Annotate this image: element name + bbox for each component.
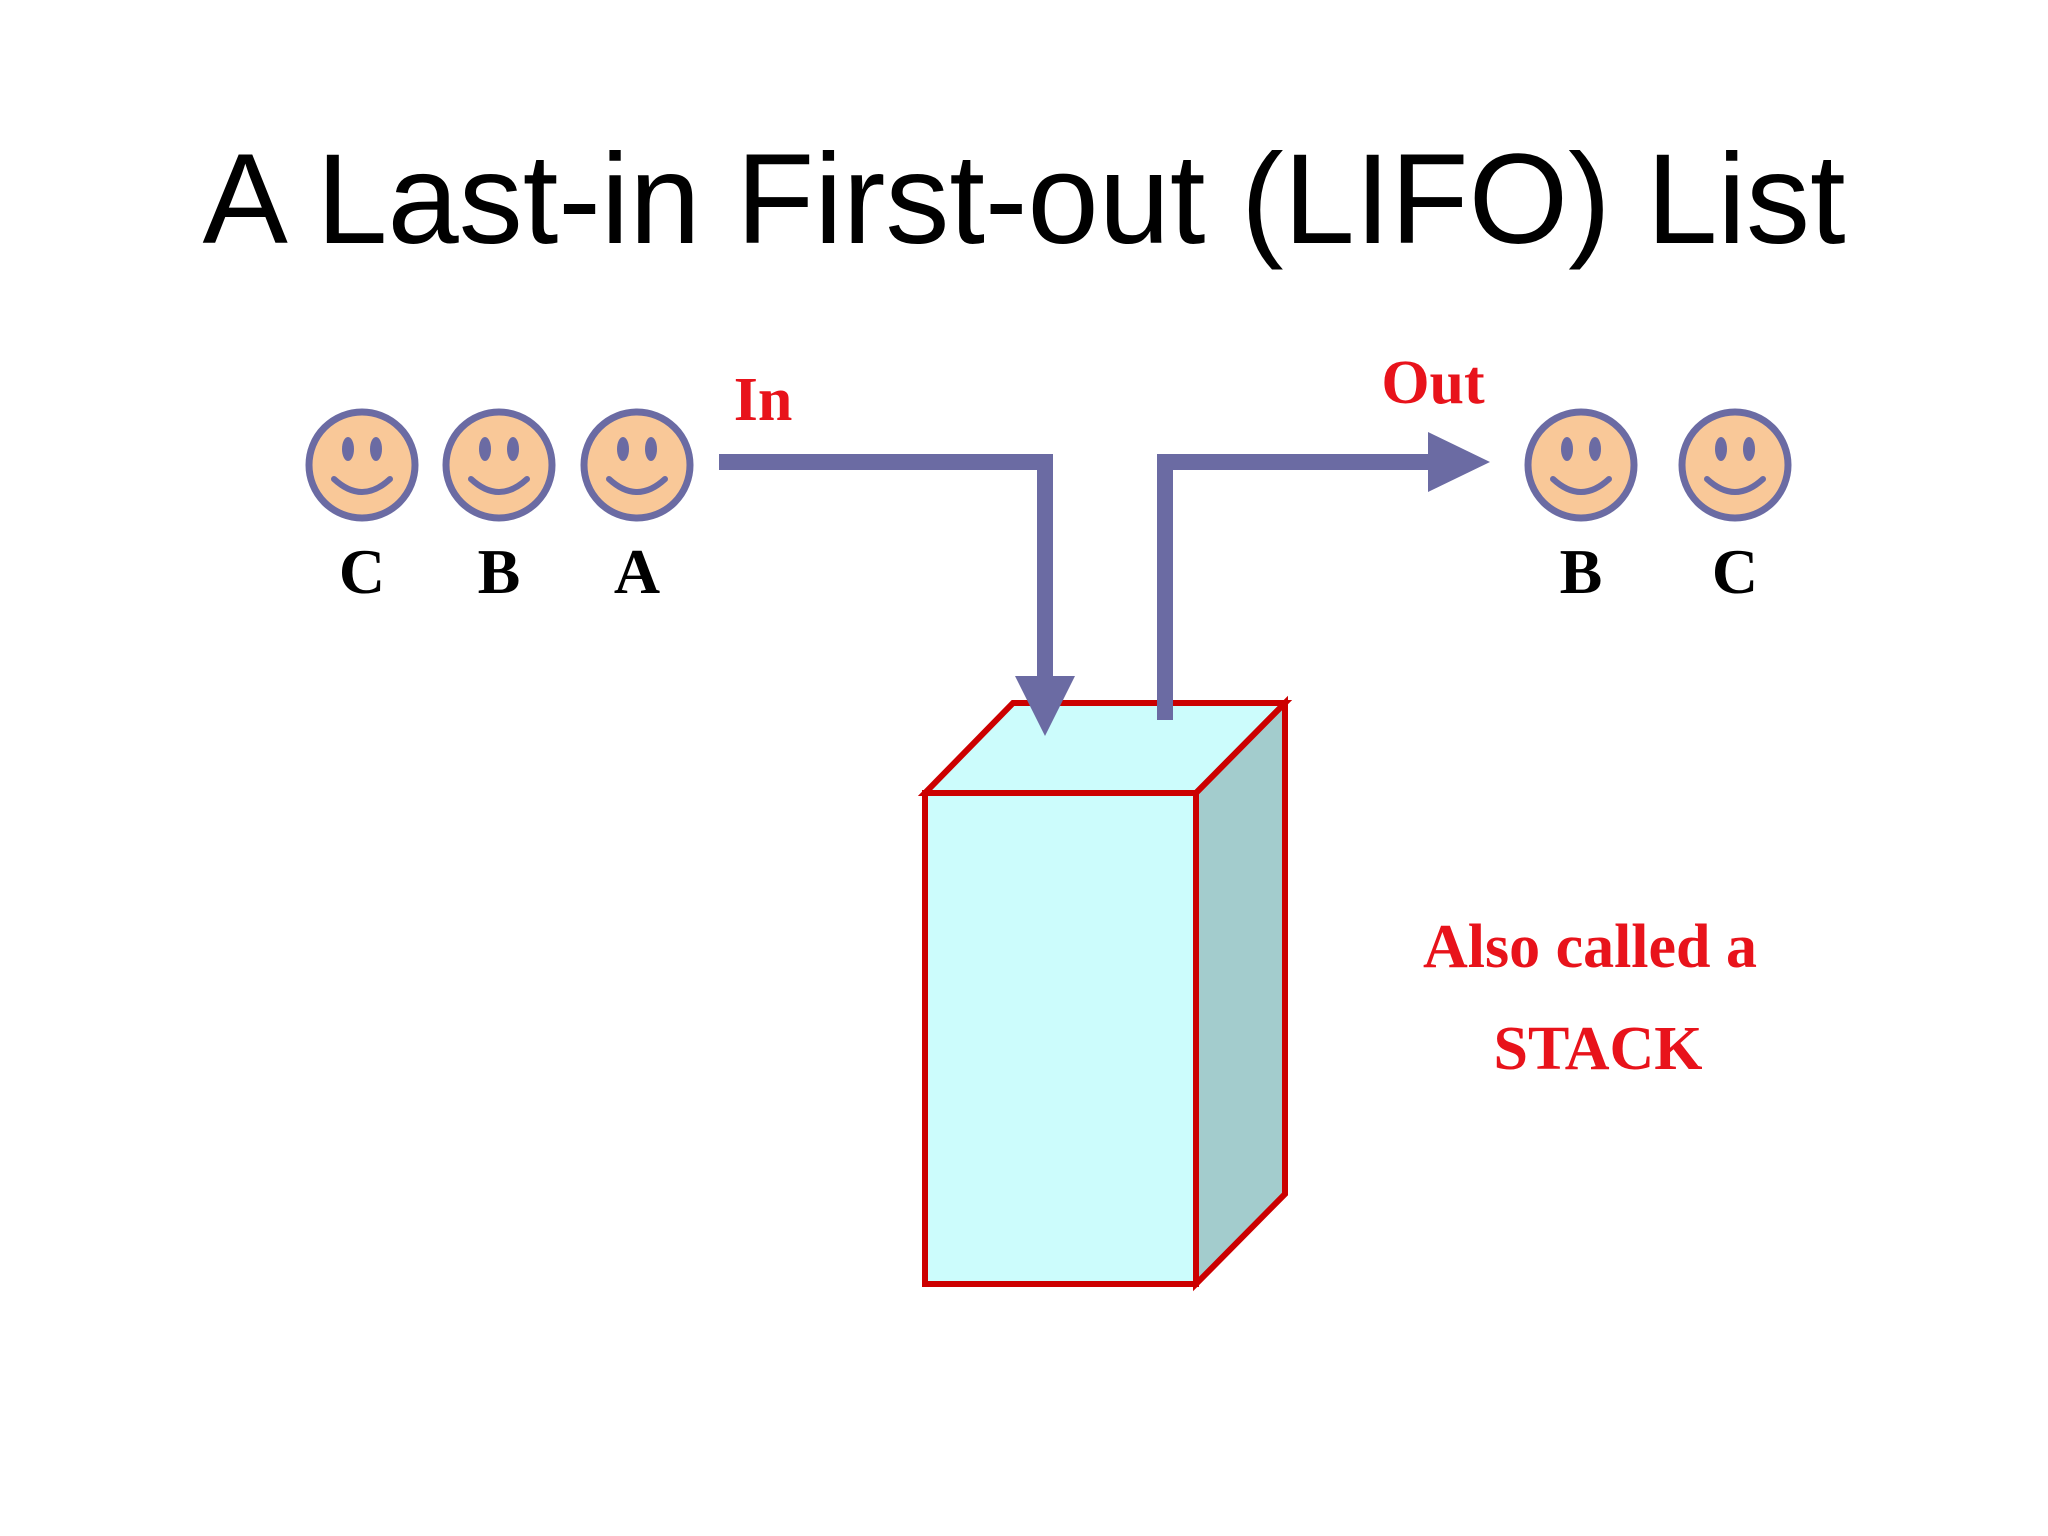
outgoing-face-b: [1524, 408, 1638, 522]
slide-title: A Last-in First-out (LIFO) List: [202, 128, 1846, 271]
smiley-face-icon: [305, 408, 419, 522]
incoming-face-a: [580, 408, 694, 522]
smiley-face-icon: [1678, 408, 1792, 522]
out-label: Out: [1381, 349, 1485, 417]
smiley-face-icon: [442, 408, 556, 522]
push-arrow: [719, 454, 1075, 736]
stack-box-side: [1193, 695, 1288, 1292]
note-line-1: Also called a: [1423, 913, 1757, 981]
smiley-face-icon: [580, 408, 694, 522]
incoming-face-c: [305, 408, 419, 522]
incoming-item-label: B: [478, 536, 521, 607]
outgoing-item-label: C: [1712, 536, 1758, 607]
outgoing-item-label: B: [1560, 536, 1603, 607]
stack-box-front: [922, 790, 1199, 1287]
pop-arrow: [1157, 432, 1490, 720]
push-arrow-head: [1015, 676, 1075, 736]
note-line-2: STACK: [1493, 1015, 1702, 1083]
stack-box: [917, 695, 1293, 1292]
outgoing-face-c: [1678, 408, 1792, 522]
pop-arrow-head: [1428, 432, 1490, 492]
incoming-face-b: [442, 408, 556, 522]
incoming-item-label: A: [614, 536, 660, 607]
incoming-item-label: C: [339, 536, 385, 607]
in-label: In: [734, 366, 793, 434]
smiley-face-icon: [1524, 408, 1638, 522]
